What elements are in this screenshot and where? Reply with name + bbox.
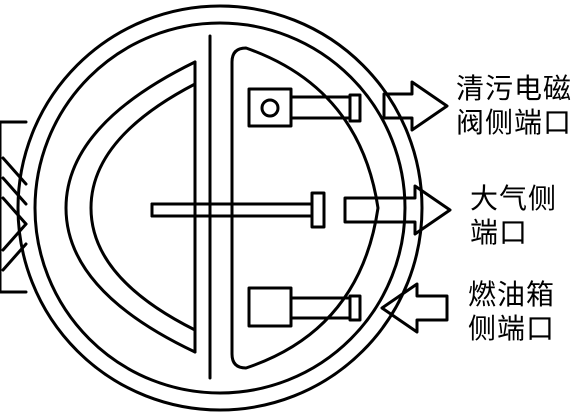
purge-valve-port-label: 清污电磁 阀侧端口 [456, 72, 573, 139]
atmosphere-outflow-arrow [343, 184, 452, 236]
fuel-tank-fitting [247, 286, 362, 328]
fuel-tank-port-label: 燃油箱 侧端口 [468, 278, 556, 345]
right-chamber [230, 46, 380, 370]
atmosphere-tube [150, 191, 326, 229]
left-chamber-inner [89, 82, 197, 332]
left-chamber-outer [64, 60, 197, 354]
purge-outflow-arrow [382, 80, 449, 132]
outer-housing-ring [16, 4, 424, 412]
fuel-tank-inflow-arrow [380, 282, 449, 334]
inner-housing-ring [33, 21, 407, 395]
purge-valve-fitting [247, 87, 362, 128]
mounting-bracket [0, 120, 28, 294]
atmosphere-port-label: 大气侧 端口 [470, 182, 558, 249]
